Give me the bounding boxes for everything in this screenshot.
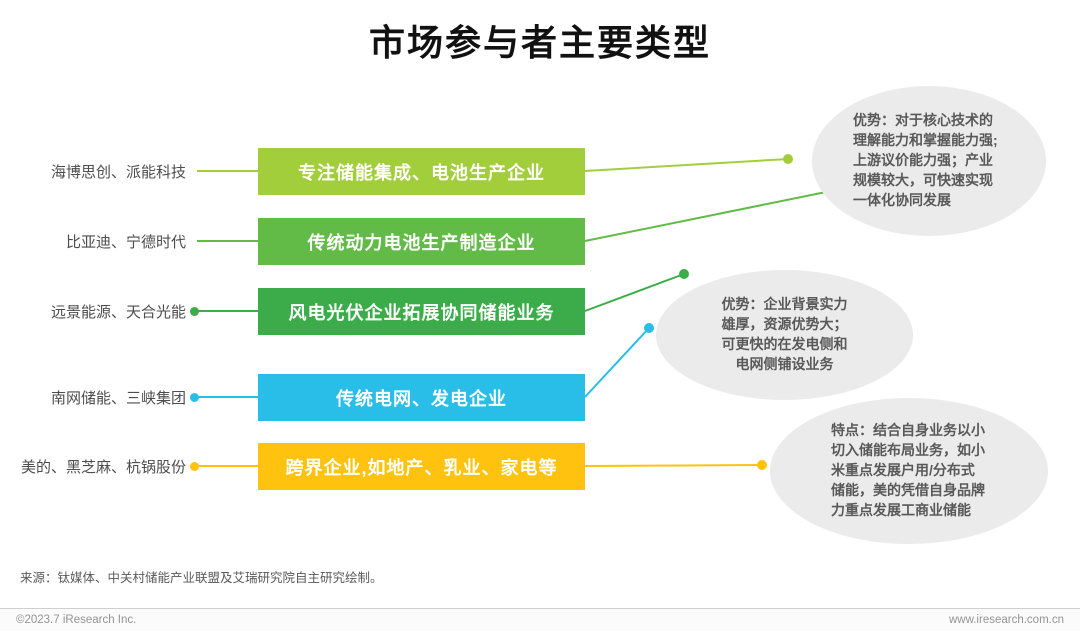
company-label: 南网储能、三峡集团: [50, 390, 186, 407]
label-dot: [190, 393, 199, 402]
category-bar: 专注储能集成、电池生产企业: [258, 148, 585, 195]
annotation-text: 优势：对于核心技术的理解能力和掌握能力强;上游议价能力强；产业规模较大，可快速实…: [853, 112, 998, 208]
connector-dot-row5: [757, 460, 767, 470]
footer-bar: ©2023.7 iResearch Inc. www.iresearch.com…: [0, 608, 1080, 631]
connector-dot-row3: [679, 269, 689, 279]
company-label: 海博思创、派能科技: [50, 164, 186, 181]
label-dot: [190, 462, 199, 471]
label-connector-line: [197, 396, 258, 398]
participant-row: 远景能源、天合光能 风电光伏企业拓展协同储能业务: [0, 288, 1080, 335]
company-label: 比亚迪、宁德时代: [65, 234, 186, 251]
company-label: 远景能源、天合光能: [50, 304, 186, 321]
participant-row: 比亚迪、宁德时代 传统动力电池生产制造企业: [0, 218, 1080, 265]
category-bar: 传统电网、发电企业: [258, 374, 585, 421]
annotation-bubble: 优势：企业背景实力雄厚，资源优势大；可更快的在发电侧和电网侧铺设业务: [656, 270, 913, 400]
label-connector-line: [197, 240, 258, 242]
connector-line-row2: [584, 190, 832, 242]
category-bar: 传统动力电池生产制造企业: [258, 218, 585, 265]
copyright-text: ©2023.7 iResearch Inc.: [16, 614, 137, 626]
annotation-text: 特点：结合自身业务以小切入储能布局业务，如小米重点发展户用/分布式储能，美的凭借…: [831, 422, 985, 518]
participant-row: 海博思创、派能科技 专注储能集成、电池生产企业: [0, 148, 1080, 195]
label-connector-line: [197, 310, 258, 312]
connector-line-row4: [584, 327, 650, 398]
category-bar: 跨界企业,如地产、乳业、家电等: [258, 443, 585, 490]
connector-dot-row4: [644, 323, 654, 333]
category-bar: 风电光伏企业拓展协同储能业务: [258, 288, 585, 335]
connector-line-row5: [584, 464, 763, 467]
connector-dot-row1: [783, 154, 793, 164]
annotation-bubble: 特点：结合自身业务以小切入储能布局业务，如小米重点发展户用/分布式储能，美的凭借…: [770, 398, 1048, 544]
connector-line-row1: [584, 158, 789, 172]
participant-row: 美的、黑芝麻、杭锅股份 跨界企业,如地产、乳业、家电等: [0, 443, 1080, 490]
connector-line-row3: [584, 273, 685, 312]
participant-row: 南网储能、三峡集团 传统电网、发电企业: [0, 374, 1080, 421]
page-title: 市场参与者主要类型: [368, 22, 711, 63]
annotation-bubble: 优势：对于核心技术的理解能力和掌握能力强;上游议价能力强；产业规模较大，可快速实…: [812, 86, 1046, 236]
label-connector-line: [197, 170, 258, 172]
website-text: www.iresearch.com.cn: [948, 614, 1064, 626]
annotation-text: 优势：企业背景实力雄厚，资源优势大；可更快的在发电侧和电网侧铺设业务: [721, 296, 848, 372]
source-note: 来源：钛媒体、中关村储能产业联盟及艾瑞研究院自主研究绘制。: [20, 571, 383, 585]
company-label: 美的、黑芝麻、杭锅股份: [20, 459, 186, 476]
label-dot: [190, 307, 199, 316]
label-connector-line: [197, 465, 258, 467]
